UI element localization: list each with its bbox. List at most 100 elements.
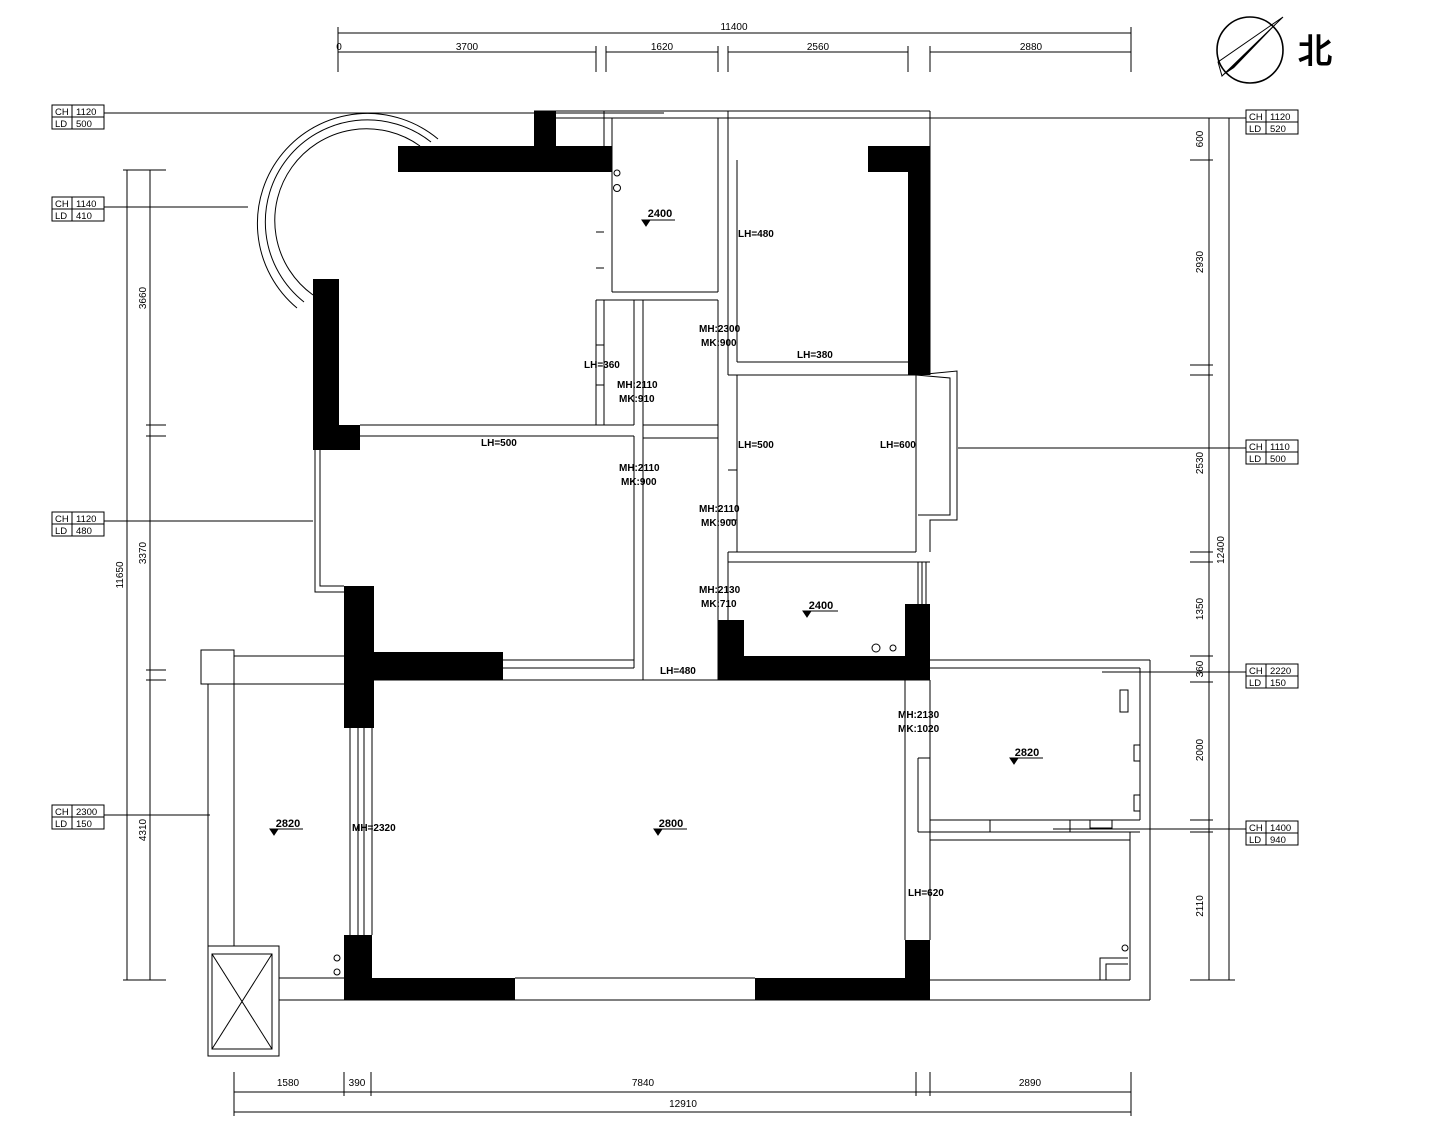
tag-ld-label: LD [1249,835,1261,846]
wall-outlines [201,111,1150,1055]
right-dim-7: 2110 [1195,895,1206,917]
door-height-2: MH:2110 [617,380,658,391]
door-width-5: MK:710 [701,599,737,610]
door-height-6: MH:2130 [898,710,940,721]
bottom-dim-4: 2890 [1019,1078,1042,1089]
tag-ld-label: LD [1249,678,1261,689]
tag-ld-value: 520 [1270,124,1286,135]
right-dim-4: 1350 [1195,597,1206,620]
ceiling-height-markers [270,220,1043,835]
tag-ld-label: LD [1249,454,1261,465]
left-overall-dim: 11650 [115,561,126,589]
structural-walls [313,111,930,1000]
door-width-6: MK:1020 [898,724,940,735]
tag-ch-label: CH [1249,112,1263,123]
ceiling-height-5: 2820 [276,818,300,830]
bottom-dim-1: 1580 [277,1078,300,1089]
door-labels: MH:2300 MK:900 MH:2110 MK:910 MH:2110 MK… [352,324,940,834]
right-dim-5: 360 [1195,660,1206,677]
tag-ch-label: CH [55,807,69,818]
tag-ld-value: 500 [1270,454,1286,465]
bottom-overall-dim: 12910 [669,1099,697,1110]
lintel-label-6: LH=600 [880,440,916,451]
left-dim-1: 3660 [138,286,149,309]
top-overall-dim: 11400 [720,22,748,33]
lintel-labels: LH=480 LH=360 LH=380 LH=500 LH=500 LH=60… [481,229,944,899]
tag-ld-value: 940 [1270,835,1286,846]
tag-ch-value: 1400 [1270,823,1291,834]
top-dim-3: 2560 [807,42,830,53]
door-height-4: MH:2110 [699,504,740,515]
tag-ch-label: CH [55,514,69,525]
tag-ld-value: 150 [1270,678,1286,689]
ceiling-height-4: 2800 [659,818,683,830]
left-dim-2: 3370 [138,541,149,564]
tag-ld-value: 500 [76,119,92,130]
right-dimension-text: 600 2930 2530 1350 360 2000 2110 12400 [1195,130,1227,917]
vent-shaft [208,946,279,1056]
tag-ld-label: LD [55,211,67,222]
tag-ch-value: 1120 [76,107,96,118]
ceiling-height-1: 2400 [648,208,672,220]
tag-ld-label: LD [55,819,67,830]
tag-ld-label: LD [1249,124,1261,135]
tag-ch-value: 2300 [76,807,97,818]
left-dimension-chain [123,170,166,980]
right-dim-1: 600 [1195,130,1206,147]
north-label: 北 [1298,32,1332,72]
window-height-label: MH=2320 [352,823,396,834]
tag-leaders [103,113,1246,829]
lintel-label-7: LH=480 [660,666,696,677]
lintel-label-3: LH=380 [797,350,833,361]
top-dimension-chain [338,27,1131,72]
door-width-1: MK:900 [701,338,737,349]
top-dimension-text: 11400 0 3700 1620 2560 2880 [336,22,1042,53]
top-dim-2: 1620 [651,42,674,53]
tag-ld-label: LD [55,119,67,130]
right-dim-3: 2530 [1195,451,1206,474]
door-height-5: MH:2130 [699,585,741,596]
tag-ch-label: CH [1249,666,1263,677]
right-overall-dim: 12400 [1216,536,1227,564]
north-arrow: 北 [1217,17,1332,83]
tag-ch-value: 2220 [1270,666,1291,677]
ceiling-height-2: 2400 [809,600,833,612]
door-height-3: MH:2110 [619,463,660,474]
tag-ch-value: 1120 [1270,112,1290,123]
door-height-1: MH:2300 [699,324,741,335]
lintel-label-8: LH=620 [908,888,944,899]
tag-ch-label: CH [1249,442,1263,453]
door-width-4: MK:900 [701,518,737,529]
lintel-label-2: LH=360 [584,360,620,371]
bottom-dim-3: 7840 [632,1078,655,1089]
bottom-dim-2: 390 [349,1078,366,1089]
door-width-2: MK:910 [619,394,655,405]
top-origin-dim: 0 [336,42,342,53]
tag-ld-value: 410 [76,211,92,222]
lintel-label-4: LH=500 [481,438,517,449]
top-dim-4: 2880 [1020,42,1043,53]
left-dim-3: 4310 [138,818,149,841]
tag-ch-value: 1120 [76,514,96,525]
tag-ch-label: CH [55,199,69,210]
tag-ch-label: CH [1249,823,1263,834]
ceiling-height-3: 2820 [1015,747,1039,759]
tag-ld-value: 150 [76,819,92,830]
tag-ld-value: 480 [76,526,92,537]
tag-ch-value: 1110 [1270,442,1290,453]
bottom-dimension-chain [234,1072,1131,1116]
right-dim-6: 2000 [1195,738,1206,761]
tag-ch-label: CH [55,107,69,118]
door-width-3: MK:900 [621,477,657,488]
right-dimension-chain [1190,118,1235,980]
